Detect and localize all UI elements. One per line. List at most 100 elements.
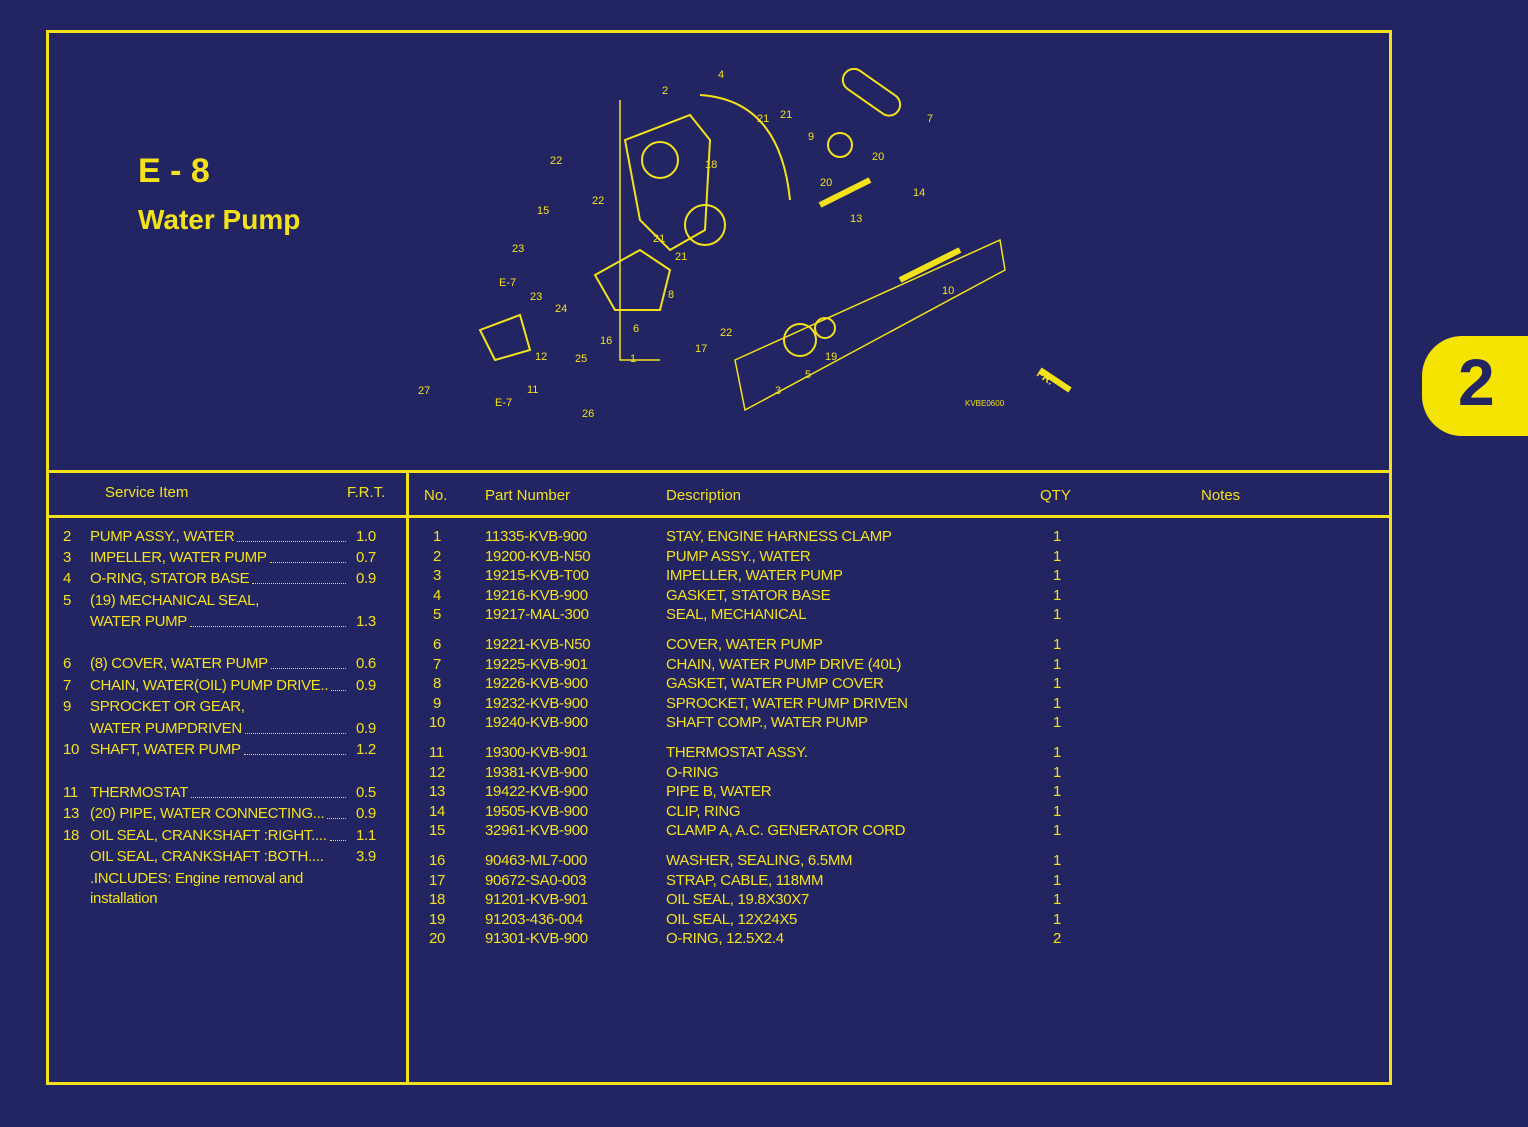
frt-value: 1.1: [356, 827, 376, 844]
callout-label: 23: [512, 243, 524, 255]
service-item-label: .INCLUDES: Engine removal and: [90, 870, 304, 887]
service-item-label: (20) PIPE, WATER CONNECTING...: [90, 805, 325, 822]
callout-label: 21: [675, 251, 687, 263]
part-no: 20: [429, 930, 446, 947]
part-number: 19215-KVB-T00: [485, 567, 589, 584]
part-number: 11335-KVB-900: [485, 528, 587, 545]
part-qty: 1: [1053, 528, 1062, 545]
frt-value: 0.5: [356, 784, 376, 801]
page-title: Water Pump: [138, 204, 301, 235]
callout-label: 9: [808, 131, 814, 143]
gasket-shape: [699, 94, 791, 201]
dot-leader: [327, 818, 346, 819]
service-item-label: WATER PUMP: [90, 613, 187, 630]
callout-label: 25: [575, 353, 587, 365]
part-no: 4: [433, 586, 442, 604]
sprocket-shape: [827, 132, 853, 158]
page-frame: [46, 30, 1392, 1085]
service-item-label: (19) MECHANICAL SEAL,: [90, 592, 260, 609]
callout-label: 21: [757, 113, 769, 125]
part-qty: 1: [1053, 636, 1062, 653]
impeller-shape: [783, 323, 817, 357]
part-no: 18: [429, 891, 446, 908]
part-number: 19225-KVB-901: [485, 655, 588, 673]
callout-label: 3: [775, 385, 781, 397]
callout-label: 22: [550, 155, 562, 167]
part-qty: 1: [1053, 871, 1062, 889]
part-description: SHAFT COMP., WATER PUMP: [666, 714, 868, 731]
service-item-number: 7: [63, 677, 72, 694]
callout-label: 17: [695, 343, 707, 355]
part-no: 1: [433, 528, 442, 545]
frt-value: 0.9: [356, 720, 376, 737]
service-item-number: 5: [63, 592, 72, 609]
dot-leader: [271, 668, 346, 669]
section-tab[interactable]: 2: [1422, 336, 1528, 436]
part-number: 32961-KVB-900: [485, 822, 588, 839]
part-number: 90672-SA0-003: [485, 871, 587, 889]
part-description: SEAL, MECHANICAL: [666, 606, 807, 623]
callout-label: 4: [718, 69, 724, 81]
service-item-label: (8) COVER, WATER PUMP: [90, 655, 268, 672]
pump-body-shape: [623, 113, 712, 252]
callout-label: 21: [780, 109, 792, 121]
part-description: WASHER, SEALING, 6.5MM: [666, 852, 853, 869]
callout-label: E-7: [495, 397, 512, 409]
part-description: OIL SEAL, 19.8X30X7: [666, 891, 810, 908]
leader-lines: [619, 100, 660, 361]
front-arrow-icon: [1038, 367, 1072, 393]
seal-shape: [814, 317, 836, 339]
part-description: OIL SEAL, 12X24X5: [666, 910, 798, 928]
part-qty: 1: [1053, 714, 1062, 731]
part-description: PUMP ASSY., WATER: [666, 547, 811, 565]
part-number: 90463-ML7-000: [485, 852, 588, 869]
frt-value: 0.9: [356, 677, 376, 694]
frt-header: F.R.T.: [347, 484, 386, 501]
part-no: 16: [429, 852, 446, 869]
callout-label: 26: [582, 408, 594, 420]
dot-leader: [331, 690, 346, 691]
part-qty: 1: [1053, 910, 1062, 928]
cover-shape: [593, 248, 672, 311]
part-number: 19216-KVB-900: [485, 586, 588, 604]
callout-label: 19: [825, 351, 837, 363]
service-item-label: OIL SEAL, CRANKSHAFT :BOTH....: [90, 848, 324, 865]
part-description: GASKET, WATER PUMP COVER: [666, 675, 884, 692]
service-item-label: SHAFT, WATER PUMP: [90, 741, 241, 758]
frt-value: 1.2: [356, 741, 376, 758]
part-number-header: Part Number: [485, 487, 571, 504]
callout-label: 21: [653, 233, 665, 245]
diagram-code: KVBE0600: [965, 399, 1005, 408]
callout-label: 23: [530, 291, 542, 303]
part-qty: 1: [1053, 606, 1062, 623]
pump-bore: [641, 141, 679, 179]
part-no: 7: [433, 655, 442, 673]
callout-label: 24: [555, 303, 567, 315]
part-qty: 1: [1053, 675, 1062, 692]
dot-leader: [191, 797, 346, 798]
shaft-shape: [898, 247, 962, 283]
section-number: 2: [1458, 345, 1495, 419]
part-no: 19: [429, 910, 446, 928]
part-no: 2: [433, 547, 442, 565]
part-no: 17: [429, 871, 446, 889]
part-description: COVER, WATER PUMP: [666, 636, 823, 653]
frt-value: 0.6: [356, 655, 376, 672]
service-item-label: IMPELLER, WATER PUMP: [90, 549, 267, 566]
service-item-number: 18: [63, 827, 80, 844]
pump-housing: [684, 204, 726, 246]
frt-value: 1.0: [356, 528, 376, 545]
part-qty: 1: [1053, 694, 1062, 712]
callout-label: 6: [633, 323, 639, 335]
description-header: Description: [666, 487, 742, 504]
service-item-label: WATER PUMPDRIVEN: [90, 720, 242, 737]
part-description: CLIP, RING: [666, 802, 741, 820]
service-item-number: 13: [63, 805, 80, 822]
part-number: 19217-MAL-300: [485, 606, 589, 623]
callout-label: 11: [527, 384, 538, 396]
part-no: 3: [433, 567, 442, 584]
notes-header: Notes: [1201, 487, 1241, 504]
pipe-shape: [818, 177, 872, 208]
service-item-label: installation: [90, 890, 158, 907]
callout-label: 15: [537, 205, 549, 217]
